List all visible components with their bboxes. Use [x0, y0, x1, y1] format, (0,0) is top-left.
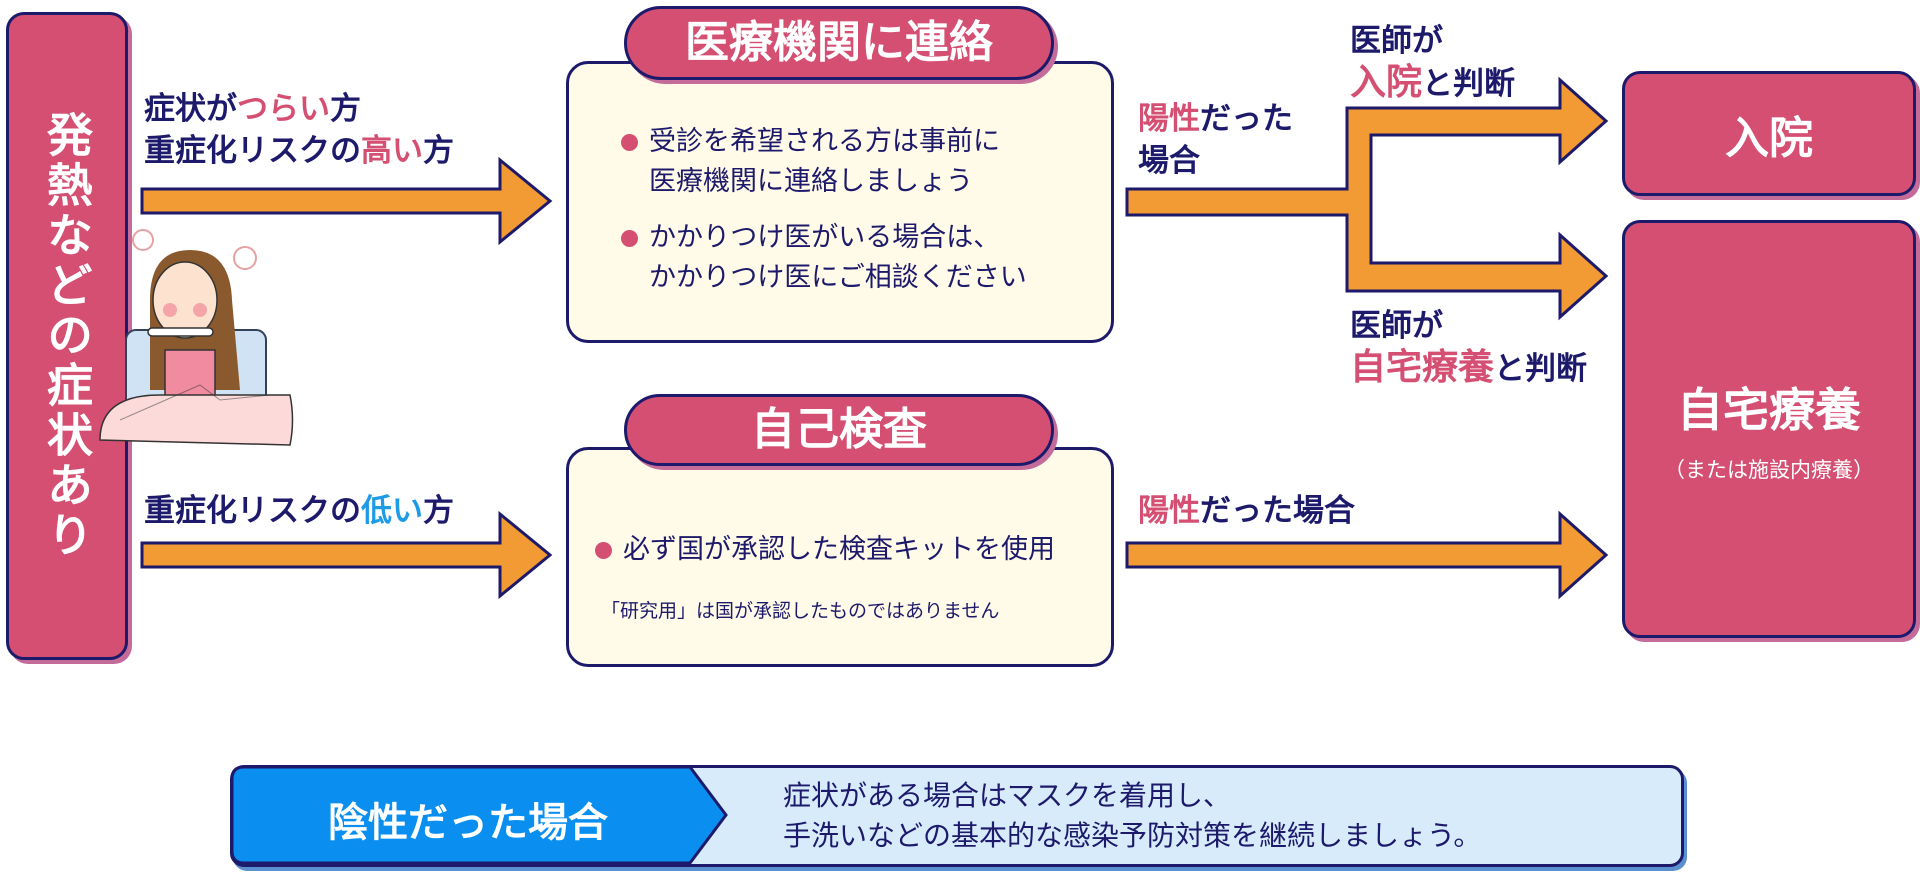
home-care-box: 自宅療養 （または施設内療養）: [1622, 220, 1916, 638]
self-test-box: 必ず国が承認した検査キットを使用 「研究用」は国が承認したものではありません: [566, 447, 1114, 667]
positive-upper-label: 陽性だった 場合: [1138, 101, 1293, 179]
medical-contact-box: 受診を希望される方は事前に 医療機関に連絡しましょう かかりつけ医がいる場合は、…: [566, 61, 1114, 343]
self-test-note: 「研究用」は国が承認したものではありません: [601, 600, 1000, 622]
negative-message: 症状がある場合はマスクを着用し、 手洗いなどの基本的な感染予防対策を継続しましょ…: [783, 779, 1482, 852]
arrow-branch: [1125, 76, 1609, 321]
hospital-label: 入院: [1725, 112, 1813, 164]
medical-bullet-2: かかりつけ医がいる場合は、 かかりつけ医にご相談ください: [621, 218, 1111, 298]
symptoms-bar: 発熱などの症状あり: [6, 12, 128, 660]
self-test-title: 自己検査: [624, 394, 1054, 466]
doctor-hospital-label: 医師が 入院と判断: [1350, 23, 1516, 103]
negative-tag-shape: [230, 765, 728, 865]
negative-label: 陰性だった場合: [328, 800, 608, 846]
arrow-lower: [140, 510, 553, 600]
doctor-home-label: 医師が 自宅療養と判断: [1350, 308, 1588, 388]
home-care-sublabel: （または施設内療養）: [1664, 458, 1874, 482]
symptoms-label: 発熱などの症状あり: [40, 111, 94, 561]
upper-path-label: 症状がつらい方 重症化リスクの高い方: [144, 91, 454, 169]
medical-contact-title: 医療機関に連絡: [624, 6, 1054, 80]
hospital-box: 入院: [1622, 71, 1916, 196]
medical-bullet-1: 受診を希望される方は事前に 医療機関に連絡しましょう: [621, 122, 1111, 202]
self-test-bullet: 必ず国が承認した検査キットを使用: [595, 530, 1111, 570]
arrow-lower-right: [1125, 510, 1609, 600]
lower-path-label: 重症化リスクの低い方: [144, 493, 454, 529]
positive-lower-label: 陽性だった場合: [1138, 493, 1355, 529]
negative-panel: 陰性だった場合 症状がある場合はマスクを着用し、 手洗いなどの基本的な感染予防対…: [230, 765, 1684, 867]
arrow-upper: [140, 156, 553, 246]
home-care-label: 自宅療養: [1677, 383, 1861, 437]
